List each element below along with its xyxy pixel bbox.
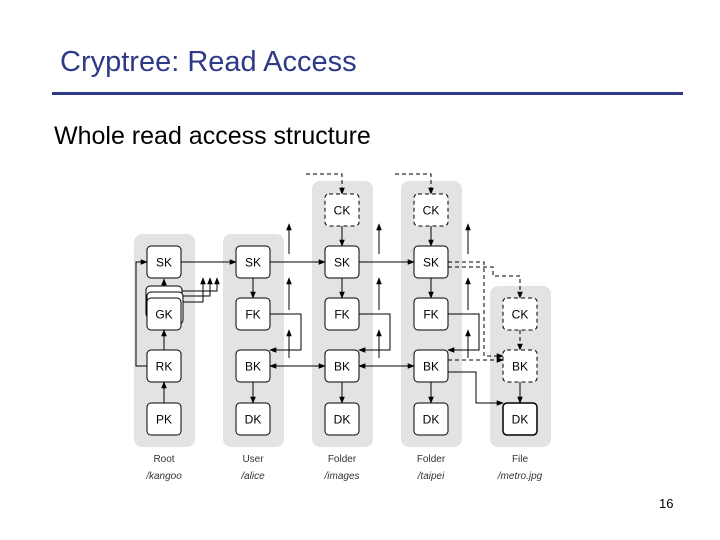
column-taipei-type: Folder [417,454,446,465]
column-file-type: File [512,454,529,465]
column-captions: Root User Folder Folder File [153,454,528,465]
key-taipei-sk [413,245,449,279]
key-root-sk [146,245,182,279]
column-taipei-path: /taipei [417,471,445,482]
key-labels: SK GK RK PK SK FK BK DK CK SK FK BK DK C… [155,204,528,427]
label-taipei-ck: CK [423,204,440,218]
label-taipei-sk: SK [423,256,439,270]
column-file-path: /metro.jpg [497,471,543,482]
connector-lines [135,223,523,406]
dashed-connector-lines [306,173,523,363]
key-images-sk [324,245,360,279]
label-root-rk: RK [156,360,173,374]
column-images-path: /images [323,471,359,482]
label-file-dk: DK [512,413,529,427]
key-user-sk [235,245,271,279]
key-images-dk [324,402,360,436]
key-taipei-bk [413,349,449,383]
key-user-fk [235,297,271,331]
label-file-bk: BK [512,360,528,374]
key-images-fk [324,297,360,331]
title-divider [52,92,683,95]
key-user-bk [235,349,271,383]
label-user-bk: BK [245,360,261,374]
column-images-type: Folder [328,454,357,465]
column-user-path: /alice [240,471,265,482]
label-root-sk: SK [156,256,172,270]
key-images-ck [324,193,360,227]
key-file-ck [502,297,538,331]
column-user-type: User [242,454,264,465]
label-taipei-dk: DK [423,413,440,427]
key-root-gk [146,297,182,331]
label-user-fk: FK [245,308,260,322]
key-images-bk [324,349,360,383]
key-file-bk [502,349,538,383]
label-images-fk: FK [334,308,349,322]
label-images-bk: BK [334,360,350,374]
column-root-path: /kangoo [145,471,182,482]
slide-title: Cryptree: Read Access [60,46,357,78]
key-taipei-fk [413,297,449,331]
label-images-dk: DK [334,413,351,427]
label-taipei-bk: BK [423,360,439,374]
label-file-ck: CK [512,308,529,322]
slide-subtitle: Whole read access structure [54,122,371,150]
label-user-dk: DK [245,413,262,427]
key-file-dk [502,402,538,436]
key-taipei-dk [413,402,449,436]
column-root-type: Root [153,454,174,465]
key-nodes [146,193,538,436]
key-user-dk [235,402,271,436]
key-root-rk [146,349,182,383]
label-user-sk: SK [245,256,261,270]
page-number: 16 [659,496,674,511]
column-paths: /kangoo /alice /images /taipei /metro.jp… [145,471,542,482]
label-root-gk: GK [155,308,172,322]
label-root-pk: PK [156,413,172,427]
column-user-panel [223,234,284,447]
key-taipei-ck [413,193,449,227]
label-images-ck: CK [334,204,351,218]
label-taipei-fk: FK [423,308,438,322]
label-images-sk: SK [334,256,350,270]
key-root-pk [146,402,182,436]
